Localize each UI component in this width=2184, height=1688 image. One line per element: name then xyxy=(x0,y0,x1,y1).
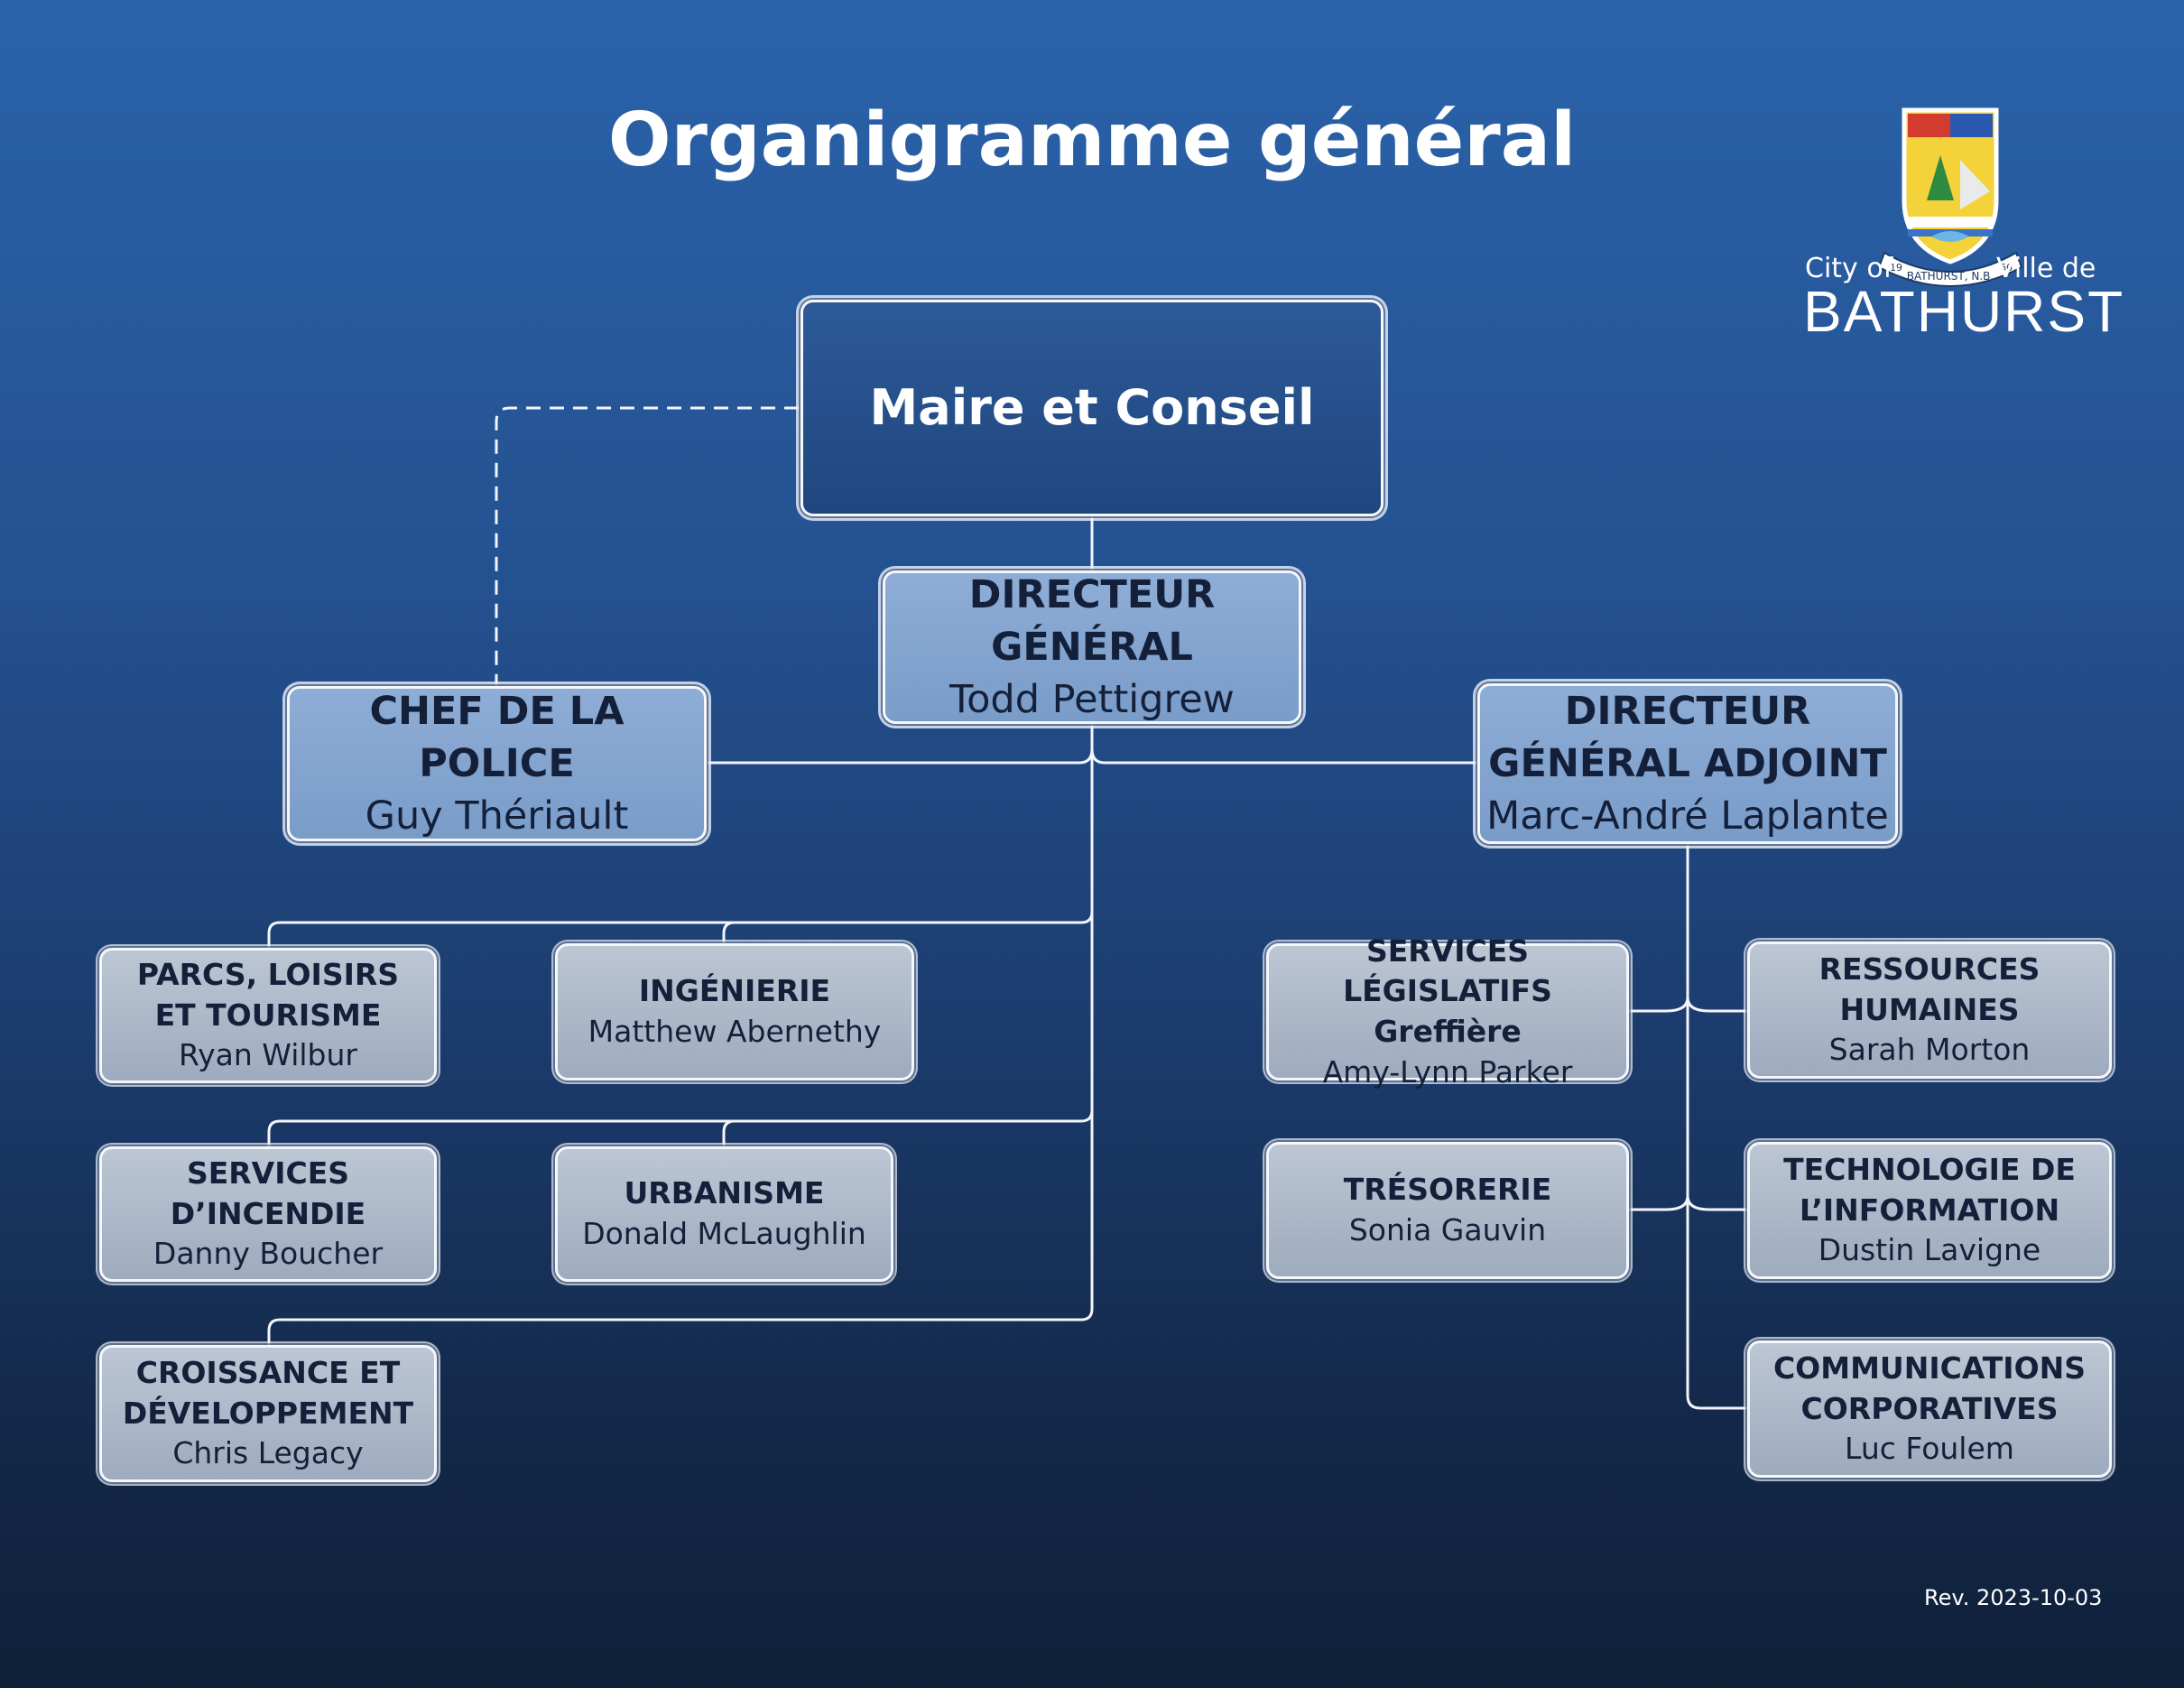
line-branch-row2 xyxy=(267,1109,1094,1146)
node-tresorerie-name: Sonia Gauvin xyxy=(1348,1212,1547,1247)
node-dg-name: Todd Pettigrew xyxy=(949,677,1235,723)
line-dga-trunk xyxy=(1686,844,1747,1410)
logo-ville-prefix: Ville de xyxy=(1996,253,2096,284)
node-ingenierie-title: INGÉNIERIE xyxy=(638,973,831,1009)
node-legislatifs-title-1: SERVICES LÉGISLATIFS xyxy=(1343,932,1552,1009)
node-ingenierie-name: Matthew Abernethy xyxy=(588,1014,882,1049)
node-urbanisme-title: URBANISME xyxy=(624,1175,825,1211)
node-communications-title-2: CORPORATIVES xyxy=(1800,1390,2059,1426)
node-ti-title-2: L’INFORMATION xyxy=(1799,1192,2060,1228)
node-incendie-name: Danny Boucher xyxy=(153,1236,384,1272)
node-legislatifs: SERVICES LÉGISLATIFS Greffière Amy-Lynn … xyxy=(1266,933,1629,1090)
node-urbanisme-name: Donald McLaughlin xyxy=(582,1216,866,1251)
node-rh: RESSOURCES HUMAINES Sarah Morton xyxy=(1747,941,2112,1079)
node-croissance-name: Chris Legacy xyxy=(172,1435,364,1471)
revision-date: Rev. 2023-10-03 xyxy=(1924,1585,2103,1610)
svg-text:BATHURST, N.B.: BATHURST, N.B. xyxy=(1907,270,1994,283)
page-title: Organigramme général xyxy=(607,97,1577,183)
node-legislatifs-title-2: Greffière xyxy=(1374,1014,1522,1049)
node-tresorerie: TRÉSORERIE Sonia Gauvin xyxy=(1266,1142,1629,1279)
node-croissance-title-1: CROISSANCE ET xyxy=(135,1355,401,1391)
node-parcs-name: Ryan Wilbur xyxy=(179,1037,357,1073)
node-croissance: CROISSANCE ET DÉVELOPPEMENT Chris Legacy xyxy=(99,1345,437,1482)
node-parcs-title-1: PARCS, LOISIRS xyxy=(136,957,400,993)
node-police-name: Guy Thériault xyxy=(365,793,629,839)
node-parcs: PARCS, LOISIRS ET TOURISME Ryan Wilbur xyxy=(99,948,437,1083)
logo-city-name: BATHURST xyxy=(1803,279,2125,344)
node-dga-name: Marc-André Laplante xyxy=(1486,793,1889,839)
node-council-title: Maire et Conseil xyxy=(869,378,1315,436)
node-dg-title-2: GÉNÉRAL xyxy=(991,624,1193,670)
node-communications-title-1: COMMUNICATIONS xyxy=(1772,1350,2087,1387)
node-ti-title-1: TECHNOLOGIE DE xyxy=(1783,1152,2076,1188)
logo-city-prefix: City of xyxy=(1805,253,1893,284)
node-council: Maire et Conseil xyxy=(800,300,1384,516)
line-dg-trunk xyxy=(267,724,1094,1345)
node-ingenierie: INGÉNIERIE Matthew Abernethy xyxy=(555,943,914,1081)
line-police-dga xyxy=(707,748,1477,765)
node-ti-name: Dustin Lavigne xyxy=(1818,1232,2041,1268)
node-rh-name: Sarah Morton xyxy=(1828,1032,2031,1068)
node-dga-title-1: DIRECTEUR xyxy=(1564,688,1811,734)
node-police: CHEF DE LA POLICE Guy Thériault xyxy=(287,686,707,841)
node-communications-name: Luc Foulem xyxy=(1845,1431,2014,1467)
node-parcs-title-2: ET TOURISME xyxy=(154,997,382,1033)
node-dga: DIRECTEUR GÉNÉRAL ADJOINT Marc-André Lap… xyxy=(1477,683,1898,844)
line-branch-row1 xyxy=(267,911,1094,948)
node-urbanisme: URBANISME Donald McLaughlin xyxy=(555,1146,893,1282)
node-police-title: CHEF DE LA POLICE xyxy=(369,688,625,786)
node-rh-title-2: HUMAINES xyxy=(1839,991,2020,1027)
svg-text:19: 19 xyxy=(1890,262,1902,274)
node-rh-title-1: RESSOURCES xyxy=(1818,951,2041,988)
node-communications: COMMUNICATIONS CORPORATIVES Luc Foulem xyxy=(1747,1340,2112,1478)
node-ti: TECHNOLOGIE DE L’INFORMATION Dustin Lavi… xyxy=(1747,1142,2112,1279)
city-crest-icon: BATHURST, N.B. 19 66 xyxy=(1877,107,2023,287)
node-dg: DIRECTEUR GÉNÉRAL Todd Pettigrew xyxy=(883,570,1301,724)
dashed-line-council-police xyxy=(495,406,799,686)
svg-text:66: 66 xyxy=(2000,262,2013,274)
node-incendie-title: SERVICES D’INCENDIE xyxy=(170,1155,366,1231)
node-legislatifs-name: Amy-Lynn Parker xyxy=(1322,1053,1573,1090)
node-croissance-title-2: DÉVELOPPEMENT xyxy=(122,1395,414,1431)
node-incendie: SERVICES D’INCENDIE Danny Boucher xyxy=(99,1146,437,1282)
node-dg-title-1: DIRECTEUR xyxy=(968,571,1216,617)
node-tresorerie-title: TRÉSORERIE xyxy=(1343,1172,1552,1208)
node-dga-title-2: GÉNÉRAL ADJOINT xyxy=(1488,740,1887,786)
